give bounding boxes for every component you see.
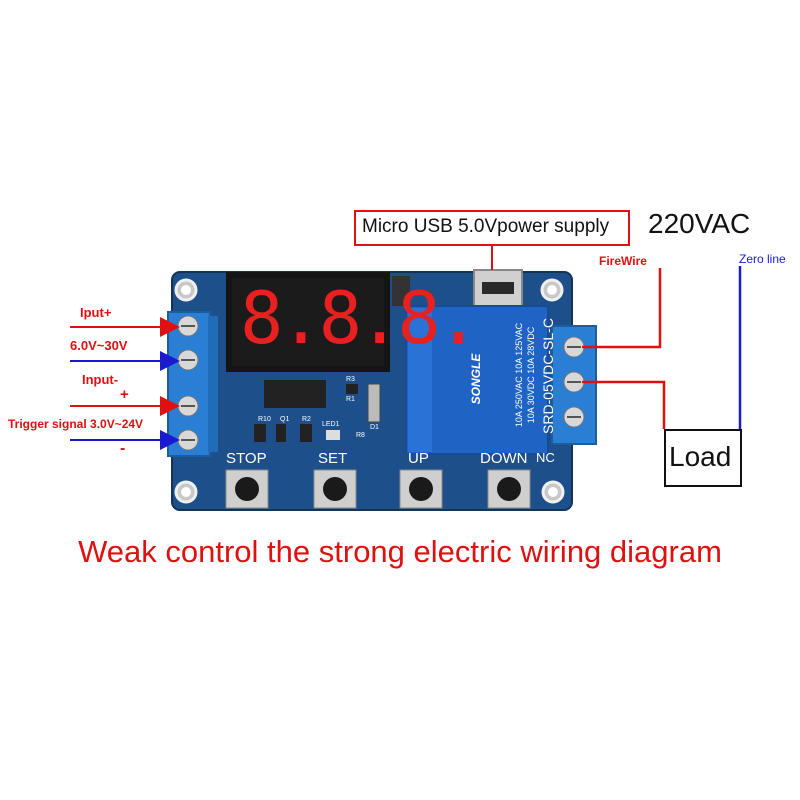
iput-plus-label: Iput+ <box>80 305 112 320</box>
ic-chip <box>264 380 326 408</box>
silk-r3: R3 <box>346 376 355 383</box>
ac-voltage-label: 220VAC <box>648 208 751 239</box>
usb-callout-box <box>354 210 630 246</box>
minus-sign-label: - <box>120 440 126 457</box>
set-label: SET <box>318 450 348 467</box>
relay-brand: SONGLE <box>469 353 483 405</box>
silk-q1: Q1 <box>280 416 290 423</box>
relay-terminal-block <box>551 325 597 445</box>
silk-r8: R8 <box>356 432 365 439</box>
silk-r2: R2 <box>302 416 311 423</box>
silk-r1: R1 <box>346 396 355 403</box>
relay-model: SRD-05VDC-SL-C <box>540 318 556 434</box>
display-digits: 8.8.8. <box>240 276 480 360</box>
plus-sign-label: + <box>120 386 129 403</box>
voltage-range-label: 6.0V~30V <box>70 338 128 353</box>
seven-segment-display <box>226 272 390 372</box>
input-minus-label: Input- <box>82 372 119 387</box>
relay-rating-1: 10A 250VAC 10A 125VAC <box>514 322 524 428</box>
silk-d1: D1 <box>370 424 379 431</box>
load-box <box>664 429 742 487</box>
push-buttons <box>225 469 531 509</box>
mounting-holes <box>174 278 565 504</box>
relay <box>405 305 549 455</box>
usb-callout-label: Micro USB 5.0Vpower supply <box>362 216 610 237</box>
relay-rating-2: 10A 30VDC 10A 28VDC <box>526 326 536 424</box>
regulator <box>392 276 410 306</box>
firewire-label: FireWire <box>599 254 647 268</box>
nc-label: NC <box>536 450 555 465</box>
diagram-caption: Weak control the strong electric wiring … <box>78 534 722 569</box>
up-label: UP <box>408 450 429 467</box>
firewire-line <box>582 268 662 349</box>
micro-usb-port <box>473 269 523 307</box>
down-label: DOWN <box>480 450 528 467</box>
silk-r10: R10 <box>258 416 271 423</box>
stop-label: STOP <box>226 450 267 467</box>
zero-line-label: Zero line <box>739 252 786 266</box>
diode <box>367 383 381 423</box>
relay-to-load-line <box>582 380 666 429</box>
silk-led1: LED1 <box>322 421 340 428</box>
trigger-signal-label: Trigger signal 3.0V~24V <box>8 417 144 431</box>
load-label: Load <box>669 441 732 472</box>
